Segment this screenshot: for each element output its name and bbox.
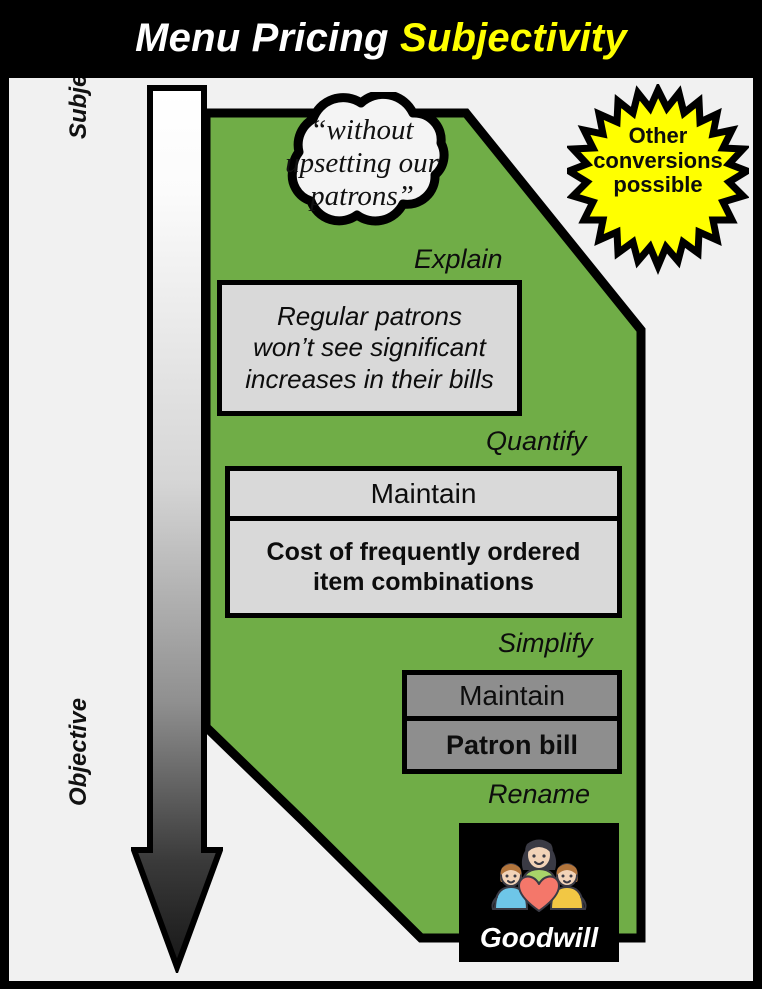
axis-label-objective: Objective [65, 697, 92, 806]
quantify-row-metric: Cost of frequently ordered item combinat… [230, 521, 617, 613]
starburst-text: Other conversions possible [580, 123, 736, 198]
rename-goodwill-card: Goodwill [459, 823, 619, 962]
page-title-part-1: Menu Pricing [135, 15, 400, 60]
quantify-metric-line-2: item combinations [313, 568, 534, 596]
burst-line-2: conversions [593, 147, 723, 173]
quote-line-1: “without [310, 114, 414, 146]
page-title-bar: Menu Pricing Subjectivity [0, 0, 762, 76]
family-with-heart-icon [481, 831, 597, 913]
page-title-part-2: Subjectivity [399, 15, 627, 60]
quantify-box: Maintain Cost of frequently ordered item… [225, 466, 622, 618]
quote-line-2: upsetting our [285, 146, 439, 179]
stage-label-quantify: Quantify [486, 426, 587, 456]
quote-line-3: patrons” [310, 179, 414, 212]
simplify-box: Maintain Patron bill [402, 670, 622, 774]
thought-cloud-text: “without upsetting our patrons” [253, 114, 471, 212]
stage-label-simplify: Simplify [498, 628, 593, 658]
starburst-callout: Other conversions possible [567, 84, 749, 276]
explain-line-2: won’t see significant [253, 332, 486, 363]
burst-line-1: Other [628, 123, 688, 148]
goodwill-caption: Goodwill [479, 922, 599, 953]
quantify-metric-line-1: Cost of frequently ordered [266, 538, 581, 566]
stage-label-rename: Rename [488, 779, 591, 809]
explain-line-3: increases in their bills [245, 363, 494, 394]
simplify-row-verb: Maintain [407, 675, 617, 721]
subjectivity-axis-arrow [131, 85, 223, 973]
thought-cloud-callout: “without upsetting our patrons” [237, 92, 487, 252]
burst-line-3: possible [613, 172, 703, 198]
diagram-canvas: Subjective Objective Explain Quantify Si… [9, 78, 753, 981]
simplify-row-metric: Patron bill [445, 729, 578, 760]
stage-label-explain: Explain [414, 244, 503, 274]
quantify-row-verb: Maintain [230, 471, 617, 521]
page-title: Menu Pricing Subjectivity [135, 16, 627, 61]
explain-statement-box: Regular patrons won’t see significant in… [217, 280, 522, 416]
explain-statement-text: Regular patrons won’t see significant in… [241, 301, 498, 395]
axis-label-subjective: Subjective [65, 78, 92, 139]
explain-line-1: Regular patrons [277, 300, 462, 331]
